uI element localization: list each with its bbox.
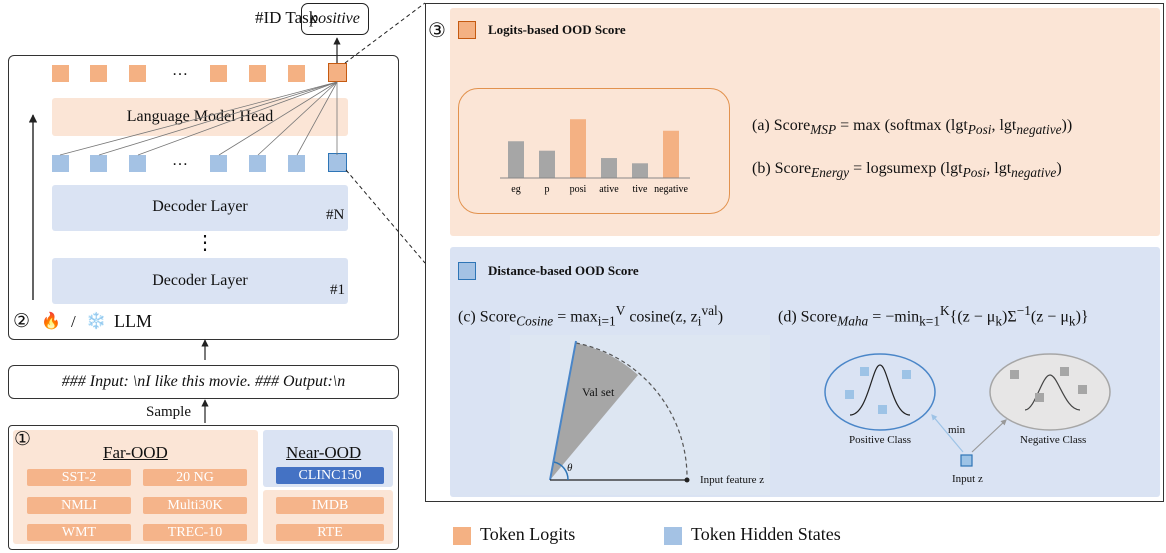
- decoder-layer-n: [52, 185, 348, 231]
- logit-bar-label: eg: [511, 184, 520, 195]
- sample-label: Sample: [146, 404, 191, 420]
- llm-step-number: ②: [13, 311, 31, 332]
- decoder-layer-1: [52, 258, 348, 304]
- prompt-box: ### Input: \nI like this movie. ### Outp…: [8, 365, 399, 399]
- logit-token: [288, 65, 305, 82]
- legend-token-logits-label: Token Logits: [480, 524, 576, 544]
- positive-class-label: Positive Class: [849, 434, 912, 446]
- mid-ellipsis: …: [172, 152, 188, 169]
- dataset-tag: NMLI: [27, 497, 131, 514]
- lm-head-label: Language Model Head: [126, 108, 274, 125]
- negative-class-label: Negative Class: [1020, 434, 1087, 446]
- dataset-tag: IMDB: [276, 497, 384, 514]
- logits-title: Logits-based OOD Score: [488, 22, 626, 37]
- formula-cosine: (c) ScoreCosine = maxi=1V cosine(z, ziva…: [458, 303, 724, 329]
- slash-label: /: [71, 312, 76, 331]
- legend-token-hidden-icon: [664, 527, 682, 545]
- hidden-token: [210, 155, 227, 172]
- logit-token: [210, 65, 227, 82]
- decoder-top-label: Decoder Layer: [152, 198, 248, 215]
- logit-bar-label: p: [545, 184, 550, 195]
- formula-msp: (a) ScoreMSP = max (softmax (lgtPosi, lg…: [752, 117, 1073, 138]
- hidden-token: [288, 155, 305, 172]
- fire-icon: 🔥: [41, 313, 61, 330]
- decoder-bottom-label: Decoder Layer: [152, 272, 248, 289]
- input-z-label: Input z: [952, 473, 983, 485]
- logits-panel: [450, 8, 1160, 236]
- scores-step-number: ③: [428, 20, 446, 42]
- dataset-tag: SST-2: [27, 469, 131, 486]
- datasets-box: [8, 425, 399, 550]
- dataset-tag: RTE: [276, 524, 384, 541]
- llm-label: LLM: [114, 311, 152, 331]
- logits-color-icon: [458, 21, 476, 39]
- dataset-tag: Multi30K: [143, 497, 247, 514]
- logit-token: [249, 65, 266, 82]
- formula-energy: (b) ScoreEnergy = logsumexp (lgtPosi, lg…: [752, 160, 1062, 181]
- decoder-top-num: #N: [326, 207, 345, 223]
- dataset-tag: TREC-10: [143, 524, 247, 541]
- logit-bar-label: negative: [654, 184, 688, 195]
- hidden-token: [249, 155, 266, 172]
- last-logit-token: [328, 63, 347, 82]
- hidden-token: [52, 155, 69, 172]
- maha-diagram: [824, 353, 1111, 467]
- logit-bar: [663, 130, 679, 178]
- datasets-step-number: ①: [14, 429, 32, 450]
- id-task-output-box: positive: [301, 3, 369, 35]
- val-set-label: Val set: [582, 385, 615, 399]
- formula-maha: (d) ScoreMaha = −mink=1K{(z − μk)Σ−1(z −…: [778, 303, 1089, 329]
- last-hidden-token: [328, 153, 347, 172]
- dataset-tag-clinc150: CLINC150: [276, 467, 384, 484]
- snowflake-icon: ❄️: [86, 313, 106, 330]
- min-label: min: [948, 424, 966, 436]
- hidden-token: [129, 155, 146, 172]
- logit-bar-label: posi: [570, 184, 587, 195]
- logit-bar: [570, 119, 586, 178]
- logit-bar: [539, 150, 555, 178]
- distance-title: Distance-based OOD Score: [488, 263, 639, 278]
- logit-token: [90, 65, 107, 82]
- far-ood-title: Far-OOD: [103, 443, 168, 462]
- logit-bar-label: tive: [633, 184, 649, 195]
- legend-token-hidden-label: Token Hidden States: [691, 524, 841, 544]
- logits-chart-box: [458, 88, 730, 214]
- logit-bar: [632, 163, 648, 178]
- top-ellipsis: …: [172, 62, 188, 79]
- legend-token-logits-icon: [453, 527, 471, 545]
- input-feature-label: Input feature z: [700, 474, 765, 486]
- theta-label: θ: [567, 462, 573, 474]
- dataset-tag: WMT: [27, 524, 131, 541]
- logit-bar-label: ative: [599, 184, 619, 195]
- logits-bar-chart: eg p posi ative tive negative: [500, 119, 690, 195]
- logit-bar: [601, 158, 617, 178]
- scores-frame: [425, 3, 1164, 502]
- cosine-diagram: [510, 335, 770, 495]
- near-ood-title: Near-OOD: [286, 443, 362, 462]
- logit-bar: [508, 141, 524, 178]
- logit-token: [52, 65, 69, 82]
- vertical-ellipsis: ⋮: [195, 232, 215, 254]
- distance-color-icon: [458, 262, 476, 280]
- dataset-tag: 20 NG: [143, 469, 247, 486]
- logit-token: [129, 65, 146, 82]
- decoder-bottom-num: #1: [330, 282, 345, 298]
- hidden-token: [90, 155, 107, 172]
